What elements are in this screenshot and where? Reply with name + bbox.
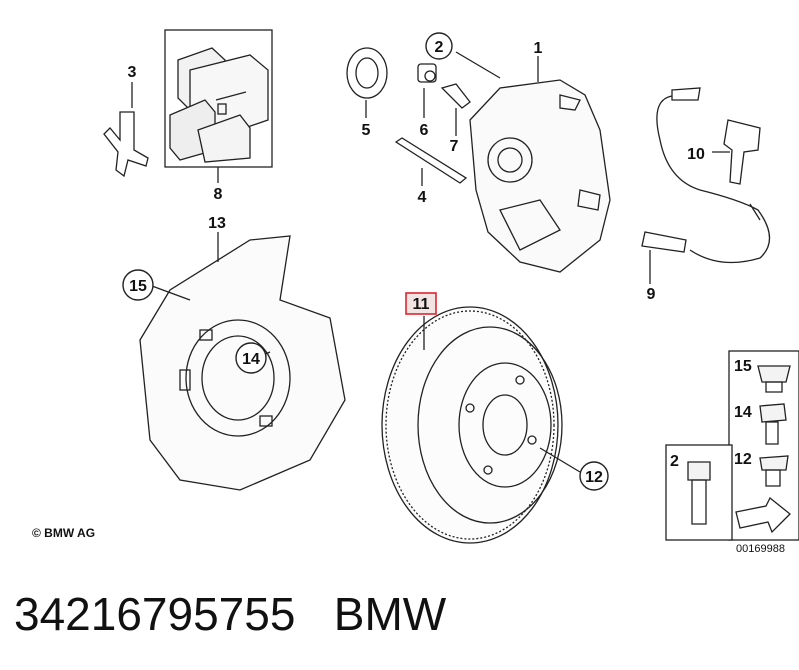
callout-10: 10 [687, 146, 705, 163]
part-number: 34216795755 [14, 588, 296, 640]
brake-caliper [469, 79, 611, 273]
callout-6: 6 [420, 122, 429, 139]
callout-1: 1 [534, 40, 543, 57]
legend-label-14: 14 [734, 404, 752, 421]
callout-2: 2 [435, 39, 444, 56]
footer: 34216795755 BMW [14, 584, 446, 644]
brand-name: BMW [333, 588, 447, 640]
exploded-parts-diagram: 1 2 3 4 5 6 7 8 9 10 11 12 13 14 15 15 1… [103, 29, 799, 544]
callout-5: 5 [362, 122, 371, 139]
callouts: 1 2 3 4 5 6 7 8 9 10 11 12 13 14 15 15 1… [122, 32, 752, 491]
callout-11: 11 [413, 296, 430, 313]
copyright-notice: © BMW AG [32, 526, 96, 540]
legend-label-12: 12 [734, 451, 752, 468]
callout-4: 4 [418, 189, 427, 206]
callout-9: 9 [647, 286, 656, 303]
anti-rattle-clip [103, 111, 149, 178]
document-number: 00169988 [736, 543, 785, 555]
callout-13: 13 [208, 215, 226, 232]
dust-cap [440, 83, 471, 109]
sensor-bracket [723, 119, 761, 185]
callout-12: 12 [585, 469, 603, 486]
callout-14: 14 [242, 351, 260, 368]
brake-pads-box [164, 29, 273, 168]
legend-label-15: 15 [734, 358, 752, 375]
bleeder-valve [417, 63, 437, 83]
callout-8: 8 [214, 186, 223, 203]
callout-3: 3 [128, 64, 137, 81]
callout-7: 7 [450, 138, 459, 155]
fastener-legend-panel [665, 350, 799, 541]
callout-15: 15 [129, 278, 147, 295]
guide-bolt [394, 137, 468, 184]
brake-disc [381, 306, 563, 544]
wear-sensor [641, 87, 771, 264]
seal-ring [346, 47, 388, 99]
legend-label-2: 2 [670, 453, 679, 470]
